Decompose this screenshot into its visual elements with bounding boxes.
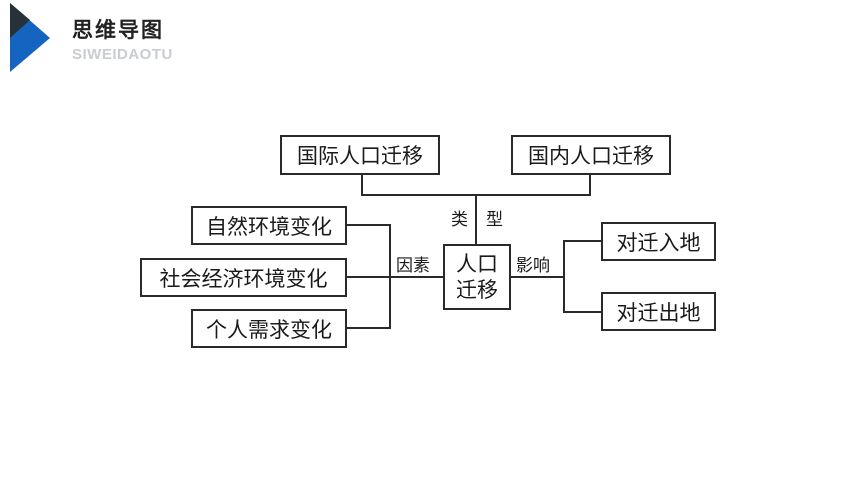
impact-label: 影响 xyxy=(516,256,550,276)
factors-label: 因素 xyxy=(396,256,430,276)
center-node: 人口 迁移 xyxy=(443,244,511,310)
page-subtitle: SIWEIDAOTU xyxy=(72,46,173,63)
impact-node-destination: 对迁入地 xyxy=(601,222,716,261)
factor-node-natural: 自然环境变化 xyxy=(191,206,347,245)
logo-mark-icon xyxy=(0,0,50,72)
factor-node-socioeconomic: 社会经济环境变化 xyxy=(140,258,347,297)
type-node-domestic: 国内人口迁移 xyxy=(511,135,671,175)
type-label-char-2: 型 xyxy=(486,210,503,230)
type-node-international: 国际人口迁移 xyxy=(280,135,440,175)
center-node-line-2: 迁移 xyxy=(456,278,498,302)
center-node-line-1: 人口 xyxy=(456,252,498,276)
factor-node-personal: 个人需求变化 xyxy=(191,309,347,348)
logo xyxy=(0,0,60,80)
type-label-char-1: 类 xyxy=(451,210,468,230)
page-title: 思维导图 xyxy=(72,18,164,42)
impact-node-origin: 对迁出地 xyxy=(601,292,716,331)
